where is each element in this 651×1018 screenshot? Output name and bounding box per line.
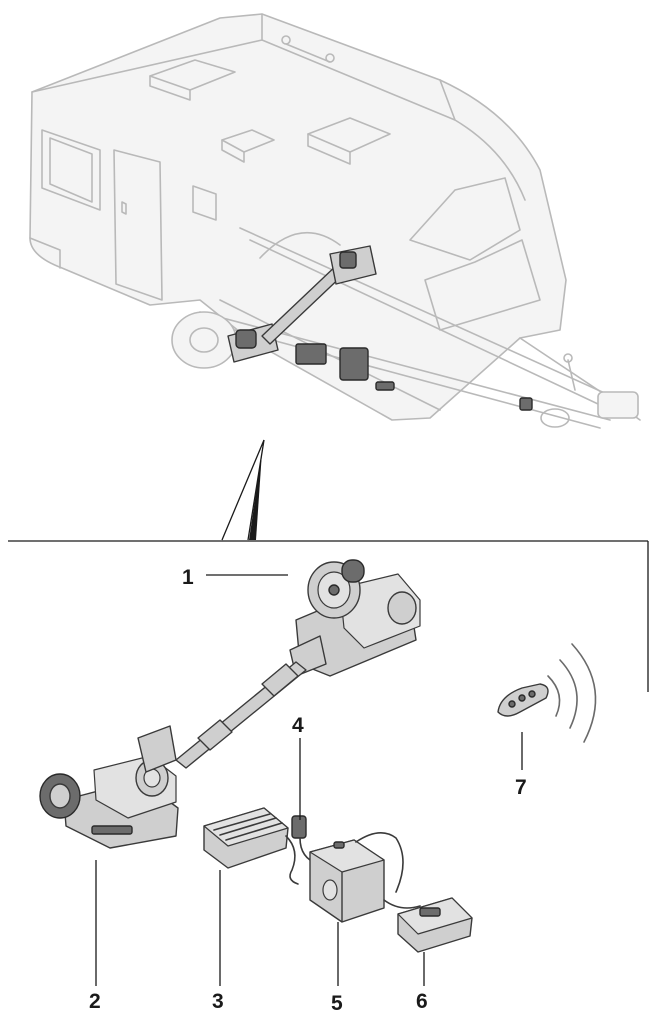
zoom-connector [8, 439, 649, 692]
remote-control-icon [497, 683, 549, 717]
fuse-connector [291, 815, 319, 865]
callout-5: 5 [331, 992, 343, 1015]
cross-actuation-rod [175, 661, 307, 769]
wireless-signal-icon [547, 643, 597, 743]
callout-4: 4 [292, 714, 304, 737]
control-box [203, 807, 299, 885]
callout-1: 1 [182, 566, 194, 589]
callout-6: 6 [416, 990, 428, 1013]
drive-unit-upper [289, 559, 421, 677]
callout-7: 7 [515, 776, 527, 799]
callout-labels: 1 2 3 4 5 6 7 [89, 566, 527, 1015]
installed-mover-parts [227, 245, 533, 411]
callout-2: 2 [89, 990, 101, 1013]
caravan-outline-icon [29, 13, 641, 429]
charger-box [397, 897, 473, 953]
drive-unit-lower [39, 725, 179, 849]
callout-3: 3 [212, 990, 224, 1013]
battery [309, 832, 421, 923]
callout-leaders [95, 574, 523, 986]
